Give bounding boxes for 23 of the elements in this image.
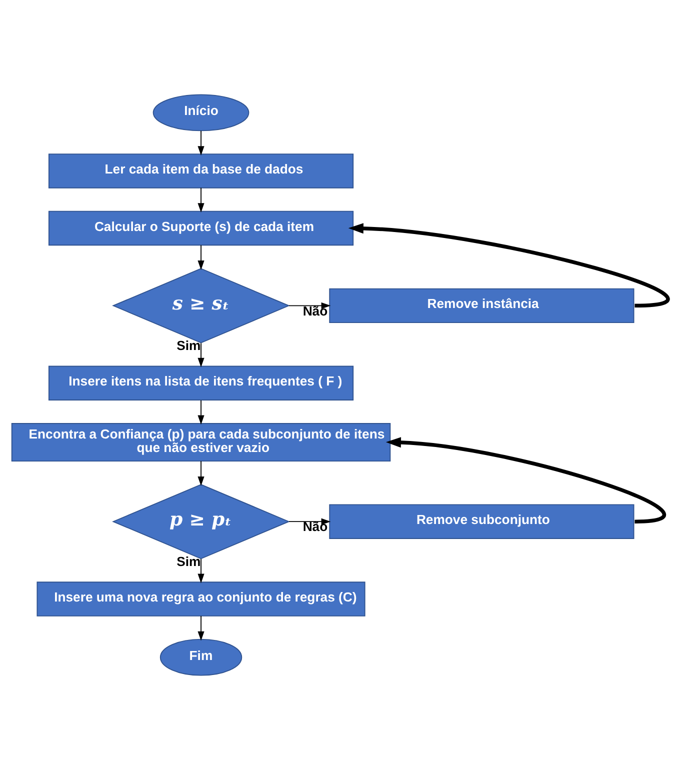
arrow [198,399,204,424]
arrow [198,186,204,212]
arrow [386,436,665,523]
node-box: Encontra a Confiança (p) para cada subconjunto de itens que não estiver vazio [11,422,391,462]
arrow [288,302,331,308]
node-box: Calcular o Suporte (s) de cada item [48,210,354,246]
arrow [198,460,204,486]
node-box: Remove instância [329,288,634,323]
arrow [198,342,204,367]
arrow [198,615,204,640]
node-box: Insere itens na lista de itens frequentes ( F ) [48,365,354,400]
arrow [348,222,669,308]
node-box: Remove subconjunto [329,504,634,538]
arrow [288,518,331,524]
arrow [198,558,204,583]
node-box: Ler cada item da base de dados [48,153,354,188]
edge-label: Não [302,518,328,534]
node-ellipse: Fim [160,638,242,676]
arrow [198,130,204,155]
arrow [198,244,204,270]
edge-label: Não [302,302,328,318]
node-box: Insere uma nova regra ao conjunto de regras (C) [36,581,366,616]
node-ellipse: Início [152,94,250,131]
